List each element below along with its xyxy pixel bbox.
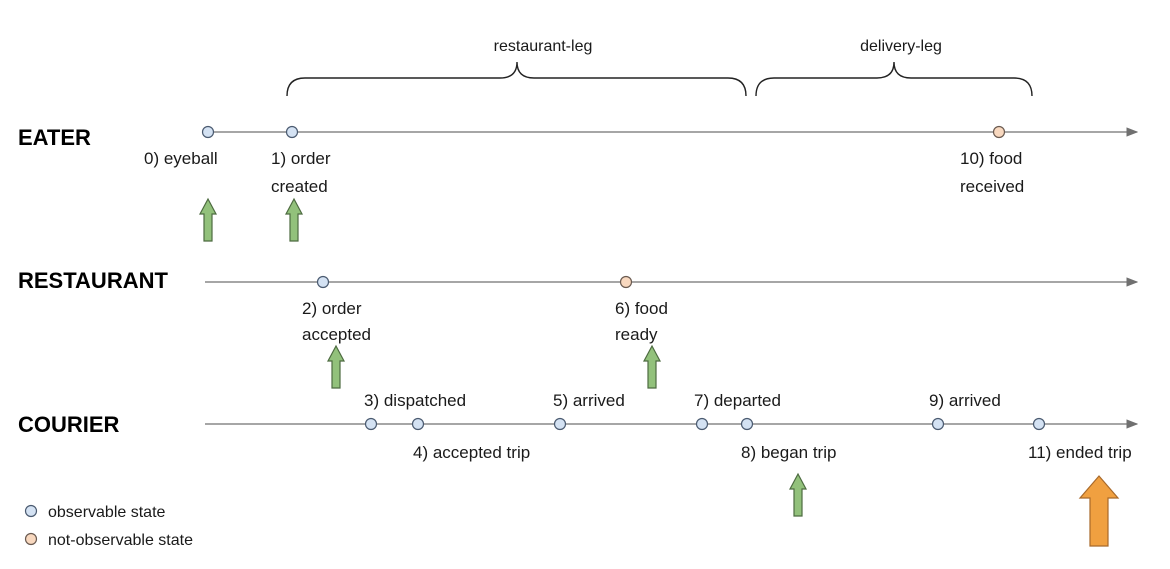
- event-marker-arrived-restaurant: [553, 417, 567, 431]
- event-marker-accepted-trip: [411, 417, 425, 431]
- event-label-arrived-restaurant: 5) arrived: [553, 391, 625, 410]
- legend-observable-label: observable state: [48, 504, 166, 521]
- event-label-eyeball: 0) eyeball: [144, 149, 218, 168]
- event-label-food-ready: 6) food ready: [615, 299, 673, 344]
- event-label-ended-trip: 11) ended trip: [1028, 443, 1132, 462]
- event-label-dispatched: 3) dispatched: [364, 391, 466, 410]
- event-marker-began-trip: [740, 417, 754, 431]
- event-label-order-accepted: 2) order accepted: [302, 299, 371, 344]
- delivery-leg-label: delivery-leg: [860, 38, 942, 55]
- delivery-leg-brace: [755, 61, 1033, 97]
- legend-observable-marker: [24, 504, 38, 518]
- up-arrow-food-ready: [643, 344, 661, 389]
- event-label-began-trip: 8) began trip: [741, 443, 836, 462]
- event-marker-food-ready: [619, 275, 633, 289]
- legend-not-observable-marker: [24, 532, 38, 546]
- event-marker-food-received: [992, 125, 1006, 139]
- event-marker-eyeball: [201, 125, 215, 139]
- restaurant-leg-label: restaurant-leg: [494, 38, 593, 55]
- event-marker-dispatched: [364, 417, 378, 431]
- restaurant-leg-brace: [286, 61, 747, 97]
- event-label-order-created: 1) order created: [271, 149, 335, 196]
- up-arrow-order-created: [285, 197, 303, 242]
- up-arrow-ended-trip: [1078, 475, 1120, 547]
- lane-label-courier: COURIER: [18, 412, 120, 437]
- event-marker-order-accepted: [316, 275, 330, 289]
- event-label-accepted-trip: 4) accepted trip: [413, 443, 530, 462]
- lane-label-eater: EATER: [18, 125, 91, 150]
- lane-label-restaurant: RESTAURANT: [18, 268, 168, 293]
- event-label-food-received: 10) food received: [960, 149, 1027, 196]
- event-marker-departed: [695, 417, 709, 431]
- legend-not-observable-label: not-observable state: [48, 532, 193, 549]
- event-marker-order-created: [285, 125, 299, 139]
- legend: observable state not-observable state: [24, 504, 193, 549]
- event-label-arrived-eater: 9) arrived: [929, 391, 1001, 410]
- up-arrow-order-accepted: [327, 344, 345, 389]
- event-marker-ended-trip: [1032, 417, 1046, 431]
- up-arrow-began-trip: [789, 472, 807, 517]
- event-label-departed: 7) departed: [694, 391, 781, 410]
- event-marker-arrived-eater: [931, 417, 945, 431]
- up-arrow-eyeball: [199, 197, 217, 242]
